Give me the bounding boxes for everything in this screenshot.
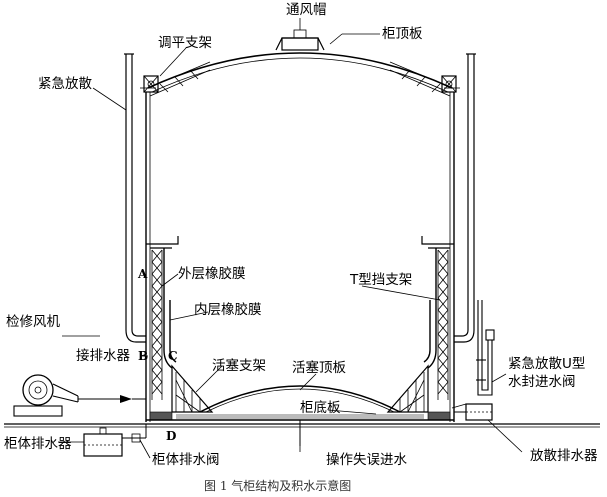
label-u-seal-valve: 紧急放散U型 bbox=[508, 356, 585, 372]
vent-drainer-shape bbox=[454, 403, 493, 421]
inner-membrane-right bbox=[423, 300, 431, 363]
label-body-drain-valve: 柜体排水阀 bbox=[152, 452, 220, 468]
outer-membrane-right bbox=[427, 248, 437, 369]
label-maintenance-fan: 检修风机 bbox=[6, 314, 60, 330]
emergency-vent-pipe-left bbox=[124, 53, 146, 343]
body-drainer-shape bbox=[83, 424, 147, 457]
t-bracket-right bbox=[421, 236, 454, 249]
label-body-drain: 柜体排水器 bbox=[4, 436, 72, 452]
emergency-vent-pipe-right bbox=[454, 53, 476, 343]
label-misoperation-water: 操作失误进水 bbox=[326, 452, 407, 468]
outer-membrane-left bbox=[163, 248, 173, 369]
membrane-lattice-left bbox=[151, 249, 163, 400]
u-seal-right bbox=[476, 300, 495, 396]
maintenance-fan bbox=[13, 374, 79, 417]
membrane-lattice-right bbox=[437, 249, 449, 400]
figure-caption: 图 1 气柜结构及积水示意图 bbox=[204, 478, 351, 493]
piston-bracket-left bbox=[171, 364, 214, 413]
roof-dome bbox=[147, 52, 453, 89]
piston-top-plate-inner bbox=[205, 388, 395, 413]
label-roof-plate: 柜顶板 bbox=[382, 26, 423, 42]
leader-lines bbox=[58, 18, 523, 459]
point-a: A bbox=[137, 267, 148, 281]
point-b: B bbox=[138, 349, 148, 363]
label-outer-membrane: 外层橡胶膜 bbox=[178, 265, 246, 282]
label-emergency-vent: 紧急放散 bbox=[38, 76, 92, 92]
vent-cap-shape bbox=[275, 29, 325, 51]
label-piston-bracket: 活塞支架 bbox=[212, 357, 266, 374]
leveling-bracket-right bbox=[441, 75, 457, 93]
point-c: C bbox=[168, 349, 178, 363]
label-bottom-plate: 柜底板 bbox=[300, 400, 341, 416]
point-d: D bbox=[166, 429, 176, 443]
label-inner-membrane: 内层橡胶膜 bbox=[194, 301, 262, 318]
inner-membrane-left bbox=[169, 300, 177, 363]
leveling-bracket-left bbox=[143, 75, 159, 93]
label-t-bracket: T型挡支架 bbox=[349, 272, 412, 288]
fan-duct bbox=[78, 395, 146, 403]
roof-dome-inner bbox=[151, 57, 449, 93]
label-piston-top-plate: 活塞顶板 bbox=[292, 359, 346, 376]
label-leveling-bracket: 调平支架 bbox=[158, 35, 212, 51]
piston-top-plate bbox=[199, 385, 401, 413]
label-drain-connection: 接排水器 bbox=[76, 347, 130, 364]
label-u-seal-valve-2: 水封进水阀 bbox=[508, 374, 576, 390]
label-vent-drain: 放散排水器 bbox=[530, 448, 598, 464]
piston-bracket-right bbox=[386, 364, 429, 413]
label-vent-cap: 通风帽 bbox=[286, 2, 327, 18]
t-bracket-left bbox=[146, 236, 179, 249]
